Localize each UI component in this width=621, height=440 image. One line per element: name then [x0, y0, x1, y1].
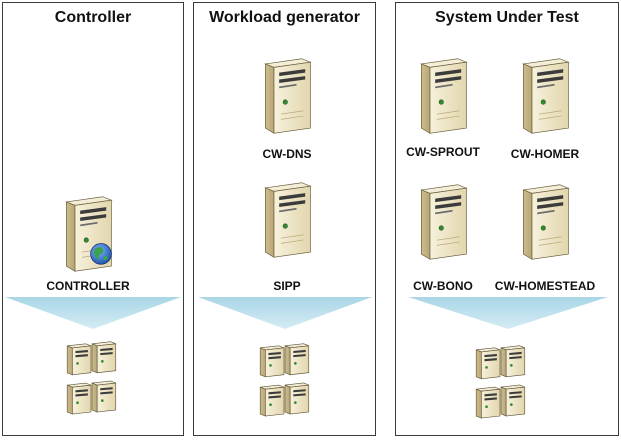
- controller-panel: Controller CONTROLLER: [2, 2, 184, 436]
- panel-title: Workload generator: [209, 9, 360, 26]
- node-label: CW-HOMESTEAD: [494, 279, 596, 293]
- server-cluster-icon: [254, 341, 316, 425]
- server-icon: [522, 184, 569, 260]
- node-label: CW-BONO: [413, 279, 473, 293]
- node-label: SIPP: [273, 279, 301, 293]
- node-label: CW-HOMER: [510, 147, 580, 161]
- server-icon: [420, 58, 467, 134]
- server-globe-icon: [65, 196, 112, 272]
- sipp-node: SIPP: [252, 181, 322, 293]
- funnel-arrow: [198, 297, 372, 329]
- cw-dns-node: CW-DNS: [252, 57, 322, 161]
- server-icon: [522, 58, 569, 134]
- controller-node: CONTROLLER: [46, 195, 130, 293]
- funnel-arrow: [5, 297, 181, 329]
- workload-generator-panel: Workload generator CW-DNS SIPP: [193, 2, 376, 436]
- system-under-test-panel: System Under Test CW-SPROUT CW-HOMER CW-…: [395, 2, 619, 436]
- server-icon: [264, 58, 311, 134]
- cw-homestead-node: CW-HOMESTEAD: [495, 183, 595, 293]
- cw-bono-node: CW-BONO: [408, 183, 478, 293]
- node-label: CW-DNS: [262, 147, 312, 161]
- server-cluster-icon: [61, 339, 123, 423]
- node-label: CONTROLLER: [46, 279, 130, 293]
- node-label: CW-SPROUT: [406, 145, 480, 159]
- funnel-arrow: [408, 297, 608, 329]
- server-cluster-icon: [470, 343, 532, 427]
- cw-homer-node: CW-HOMER: [510, 57, 580, 161]
- cw-sprout-node: CW-SPROUT: [406, 57, 480, 159]
- server-icon: [420, 184, 467, 260]
- panel-title: Controller: [54, 9, 132, 26]
- panel-title: System Under Test: [435, 9, 579, 26]
- globe-icon: [90, 243, 112, 265]
- server-icon: [264, 182, 311, 258]
